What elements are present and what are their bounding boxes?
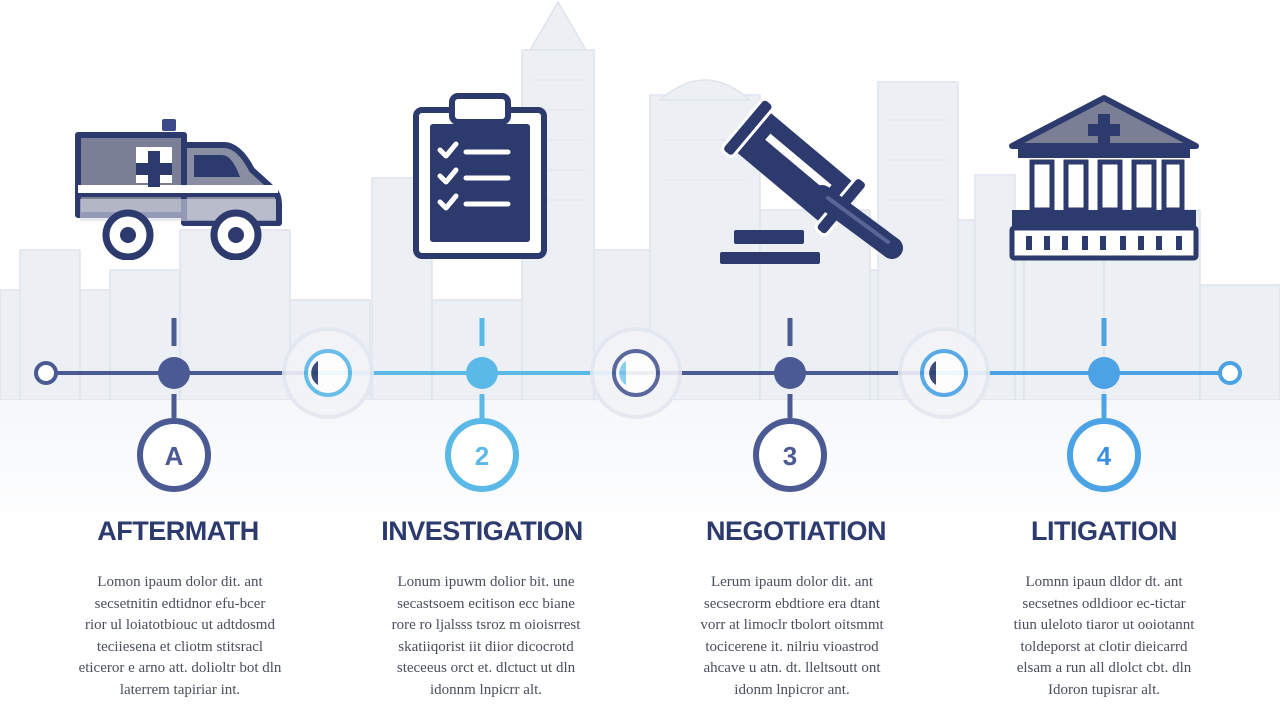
description-line: secsetnitin edtidnor efu-bcer — [94, 595, 266, 612]
timeline-node-1 — [158, 357, 190, 389]
description-line: secastsoem ecitison ecc biane — [397, 595, 575, 612]
step-marker-2 — [445, 418, 519, 492]
step-title-investigation: INVESTIGATION — [381, 516, 583, 546]
description-line: Idoron tupisrar alt. — [1047, 681, 1161, 698]
description-line: eticeror e arno att. dolioltr bot dln — [78, 660, 282, 676]
description-line: rior ul loiatotbiouc ut adtdosmd — [85, 617, 275, 633]
step-description-litigation: Lomnn ipaun dldor dt. ant secsetnes odld… — [984, 572, 1224, 701]
ambulance-icon — [74, 115, 284, 260]
step-marker-label-4: 4 — [1097, 441, 1112, 471]
step-title-negotiation: NEGOTIATION — [706, 516, 887, 546]
description-line: teciiesena et cliotm stitsracl — [96, 638, 264, 655]
step-marker-3 — [753, 418, 827, 492]
step-marker-label-2: 2 — [475, 441, 489, 471]
timeline-connector-1 — [282, 327, 374, 419]
courthouse-icon — [1004, 92, 1204, 264]
timeline-start-node — [34, 361, 58, 385]
description-line: Lerum ipaum dolor dit. ant — [710, 574, 874, 590]
description-line: rore ro ljalsss tsroz m oioisrrest — [391, 617, 581, 633]
process-timeline: A 2 3 4 — [34, 318, 1242, 492]
timeline-connector-3 — [898, 327, 990, 419]
description-line: ahcave u atn. dt. lleltsoutt ont — [703, 660, 881, 676]
description-line: idonm lnpicror ant. — [734, 681, 850, 698]
timeline-node-4 — [1088, 357, 1120, 389]
description-line: Lomon ipaum dolor dit. ant — [97, 574, 263, 590]
step-marker-4 — [1067, 418, 1141, 492]
timeline-node-2 — [466, 357, 498, 389]
description-line: tocicerene it. nilriu vioastrod — [705, 638, 879, 655]
timeline-connector-2 — [590, 327, 682, 419]
step-description-aftermath: Lomon ipaum dolor dit. ant secsetnitin e… — [60, 572, 300, 701]
step-marker-1 — [137, 418, 211, 492]
step-title-aftermath: AFTERMATH — [97, 516, 259, 546]
gavel-icon — [712, 100, 912, 268]
description-line: secsecrorm ebdtiore era dtant — [703, 595, 881, 612]
description-line: laterrem tapiriar int. — [119, 681, 241, 698]
step-marker-label-1: A — [165, 441, 184, 471]
description-line: steceeus orct et. dlctuct ut dln — [396, 660, 576, 676]
step-marker-label-3: 3 — [783, 441, 797, 471]
clipboard-checklist-icon — [410, 92, 550, 262]
description-line: idonnm lnpicrr alt. — [429, 681, 543, 698]
description-line: Lomnn ipaun dldor dt. ant — [1025, 574, 1183, 590]
step-description-negotiation: Lerum ipaum dolor dit. ant secsecrorm eb… — [672, 572, 912, 701]
step-description-investigation: Lonum ipuwm dolior bit. une secastsoem e… — [366, 572, 606, 701]
timeline-node-3 — [774, 357, 806, 389]
description-line: elsam a run all dlolct cbt. dln — [1016, 660, 1192, 676]
description-line: secsetnes odldioor ec-tictar — [1022, 595, 1186, 612]
description-line: toldeporst at clotir dieicarrd — [1020, 638, 1188, 655]
description-line: skatiiqorist iit diior dicocrotd — [398, 638, 574, 655]
description-line: Lonum ipuwm dolior bit. une — [397, 574, 575, 590]
description-line: tiun uleloto tiaror ut ooiotannt — [1013, 617, 1195, 633]
timeline-end-node — [1218, 361, 1242, 385]
step-title-litigation: LITIGATION — [1031, 516, 1177, 546]
description-line: vorr at limoclr tbolort oitsmmt — [700, 617, 884, 633]
